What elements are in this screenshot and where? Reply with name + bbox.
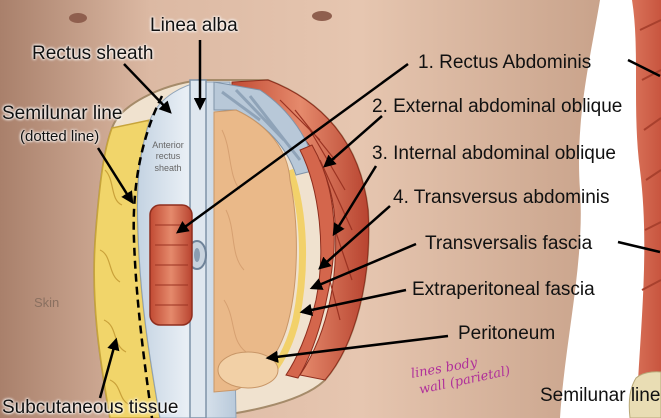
arrow-right-transversalis xyxy=(617,240,661,254)
label-semilunar-line: Semilunar line xyxy=(2,103,123,124)
label-subcutaneous-tissue: Subcutaneous tissue xyxy=(2,397,179,418)
label-dotted-line: (dotted line) xyxy=(20,128,100,145)
label-transversalis-fascia: Transversalis fascia xyxy=(425,233,593,254)
arrow-extraperitoneal xyxy=(299,288,407,317)
arrow-right-rectus xyxy=(627,58,661,78)
right-nipple xyxy=(312,11,332,21)
label-internal-oblique: 3. Internal abdominal oblique xyxy=(372,143,617,164)
arrow-rectus-abdominis xyxy=(175,62,409,234)
label-peritoneum: Peritoneum xyxy=(458,323,556,344)
label-extraperitoneal-fascia: Extraperitoneal fascia xyxy=(412,279,595,300)
label-rectus-abdominis: 1. Rectus Abdominis xyxy=(418,52,592,73)
label-transversus: 4. Transversus abdominis xyxy=(393,187,610,208)
arrow-external-oblique xyxy=(323,115,383,168)
internal-oblique-layer xyxy=(285,144,335,379)
arrow-transversalis-fascia xyxy=(309,242,417,290)
label-linea-alba: Linea alba xyxy=(150,15,238,36)
arm-muscle xyxy=(632,0,661,418)
arrow-peritoneum xyxy=(265,334,449,363)
label-skin: Skin xyxy=(34,295,60,310)
arrow-transversus xyxy=(318,205,391,270)
semilunar-dotted-line xyxy=(132,95,164,418)
label-external-oblique: 2. External abdominal oblique xyxy=(372,96,623,117)
label-rectus-sheath: Rectus sheath xyxy=(32,43,154,64)
arrow-internal-oblique xyxy=(332,165,378,237)
arrow-rectus-sheath xyxy=(123,63,172,114)
arrow-subcutaneous xyxy=(98,337,120,399)
left-nipple xyxy=(69,13,87,23)
arm-bone xyxy=(628,371,661,418)
label-semilunar-line-right: Semilunar line xyxy=(540,385,661,406)
label-anterior-rectus-sheath: Anterior rectus sheath xyxy=(152,140,184,173)
arrow-semilunar-line xyxy=(96,147,134,205)
